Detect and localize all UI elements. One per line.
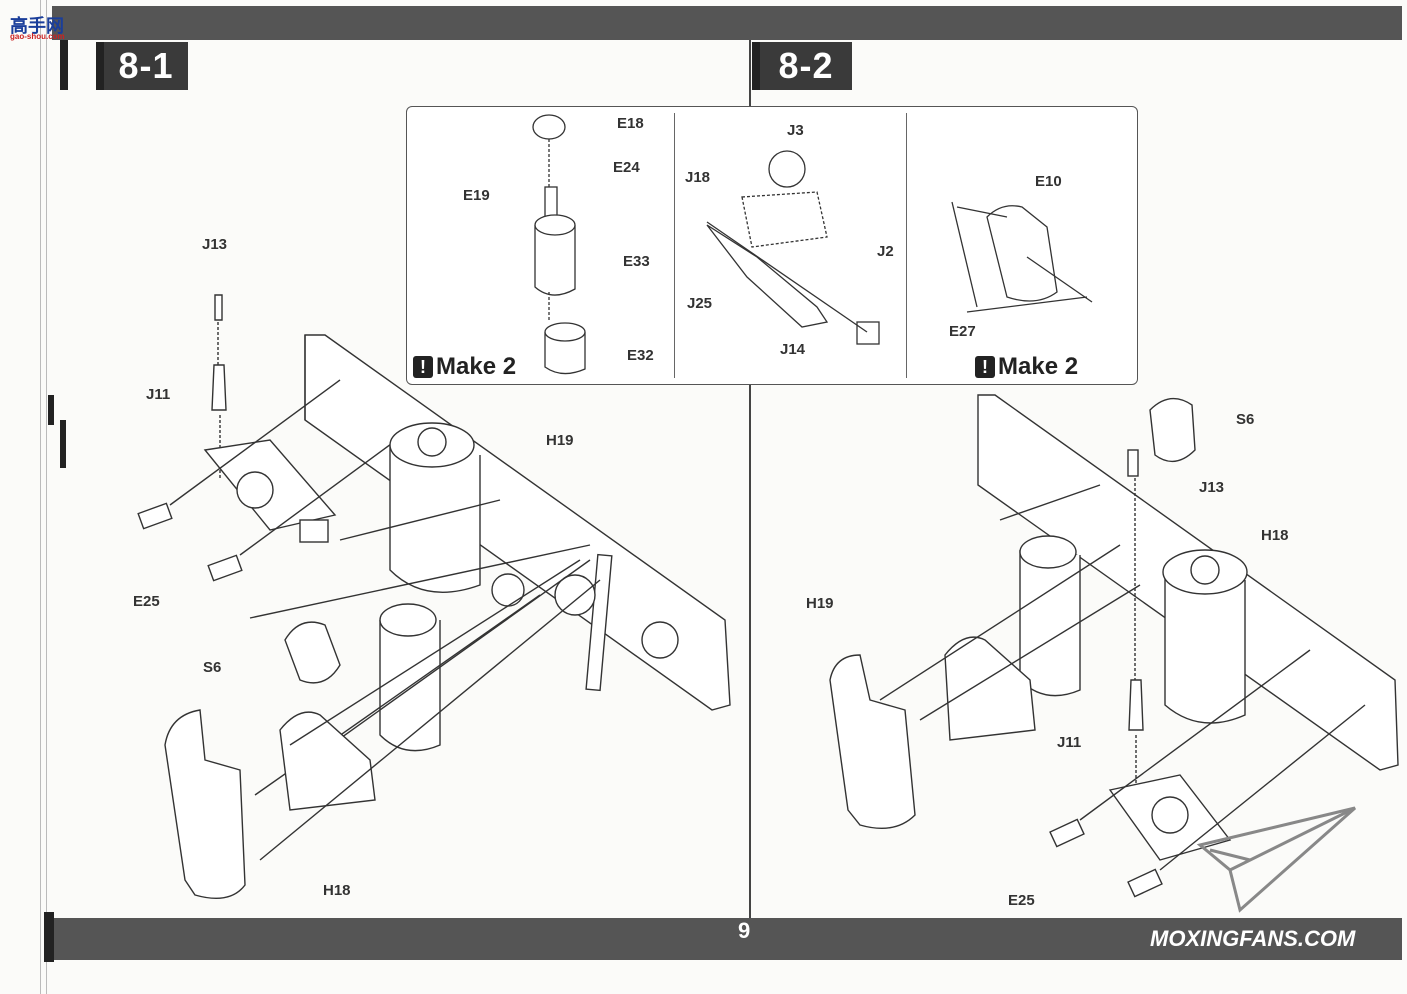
page-edge — [40, 0, 41, 994]
warning-icon: ! — [975, 356, 995, 378]
part-label: E18 — [617, 115, 644, 132]
part-label: J3 — [787, 122, 804, 139]
part-label: E19 — [463, 187, 490, 204]
edge-mark — [48, 395, 54, 425]
page-edge — [46, 0, 47, 994]
logo-text: 高手网 — [10, 16, 64, 36]
part-label: J13 — [202, 236, 228, 253]
step-label-right: 8-2 — [752, 42, 852, 90]
part-label: J11 — [146, 386, 171, 403]
part-label: S6 — [1236, 411, 1255, 428]
part-label: J18 — [685, 169, 711, 186]
make-two-note-right: ! Make 2 — [975, 353, 1078, 381]
make-two-text: Make 2 — [436, 353, 517, 380]
step-label-left: 8-1 — [96, 42, 188, 90]
part-label: H18 — [1261, 527, 1289, 544]
make-two-text: Make 2 — [998, 353, 1079, 380]
part-label: J2 — [877, 243, 894, 260]
make-two-note-left: ! Make 2 — [413, 353, 516, 381]
page-number: 9 — [738, 918, 751, 943]
part-label: H19 — [546, 432, 574, 449]
edge-mark — [60, 40, 68, 90]
top-band — [52, 6, 1402, 40]
part-label: J25 — [687, 295, 713, 312]
site-logo: 高手网 gao-shou.com — [4, 4, 72, 41]
part-label: E24 — [613, 159, 640, 176]
inset-separator — [674, 113, 675, 378]
edge-mark — [44, 912, 54, 962]
inset-separator — [906, 113, 907, 378]
part-label: E25 — [1008, 892, 1035, 909]
part-label: S6 — [203, 659, 222, 676]
part-label: H19 — [806, 595, 834, 612]
part-label: E27 — [949, 323, 976, 340]
edge-mark — [60, 420, 66, 468]
center-divider — [749, 40, 751, 918]
watermark: MOXINGFANS.COM — [1150, 926, 1356, 951]
part-label: H18 — [323, 882, 351, 899]
inset-drawings — [532, 114, 1093, 375]
part-label: J11 — [1057, 734, 1082, 751]
part-label: J13 — [1199, 479, 1225, 496]
part-label: J14 — [780, 341, 806, 358]
part-label: E33 — [623, 253, 650, 270]
part-label: E25 — [133, 593, 160, 610]
logo-subtext: gao-shou.com — [10, 32, 65, 41]
part-label: E32 — [627, 347, 654, 364]
part-label: E10 — [1035, 173, 1062, 190]
bottom-band — [52, 918, 1402, 960]
warning-icon: ! — [413, 356, 433, 378]
sub-assembly-inset: ! Make 2 ! Make 2 E18 E24 E19 E33 E32 J3… — [406, 106, 1138, 385]
